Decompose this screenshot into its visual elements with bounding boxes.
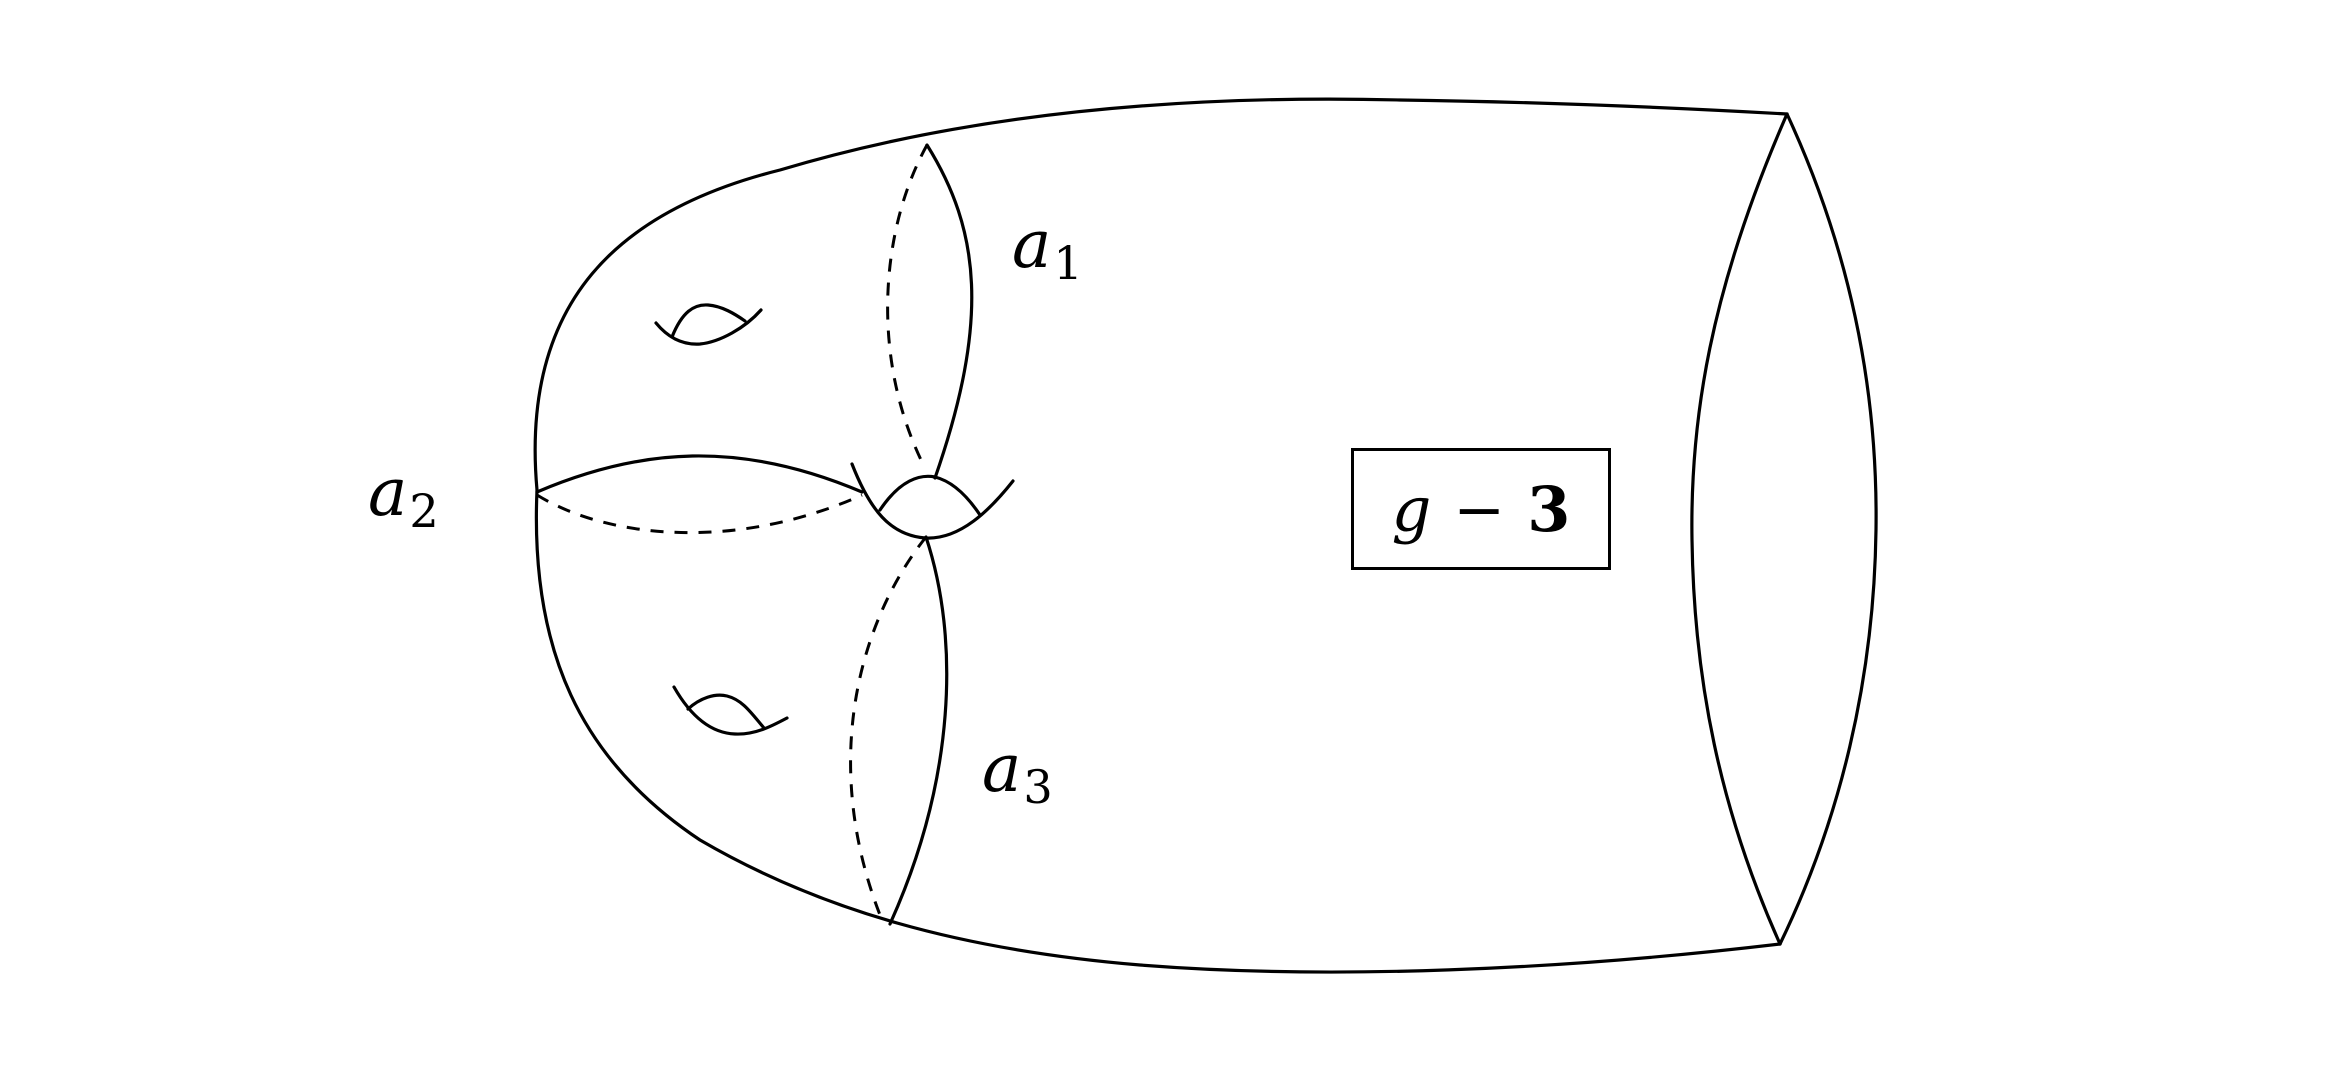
lower-handle-lower	[672, 685, 789, 736]
curve-a2-back	[536, 493, 863, 535]
genus-box: g − 3	[1351, 448, 1611, 570]
lower-handle-upper	[686, 693, 766, 730]
label-a2: a2	[368, 460, 439, 534]
curve-a1-back	[886, 144, 929, 469]
label-a3-base: a	[982, 730, 1022, 807]
curve-a3-front	[888, 535, 949, 926]
label-a1-base: a	[1012, 206, 1052, 283]
central-handle-upper	[878, 474, 982, 517]
label-a1: a1	[1012, 212, 1083, 286]
label-a2-subscript: 2	[409, 483, 439, 538]
surface-outline-bottom	[534, 488, 1782, 974]
surface-outline-top	[533, 97, 1789, 492]
label-a3-subscript: 3	[1023, 759, 1053, 814]
boundary-back	[1778, 112, 1878, 946]
boundary-front	[1690, 112, 1789, 946]
genus-box-number: 3	[1527, 472, 1571, 546]
curve-a3-back	[849, 536, 928, 916]
upper-handle-lower	[654, 308, 763, 346]
label-a3: a3	[982, 736, 1053, 810]
genus-box-var: g	[1391, 472, 1432, 546]
label-a1-subscript: 1	[1053, 235, 1083, 290]
upper-handle-upper	[670, 303, 747, 339]
curve-a2-front	[535, 454, 864, 494]
label-a2-base: a	[368, 454, 408, 531]
genus-box-operator: −	[1453, 472, 1506, 546]
curve-a1-front	[925, 143, 974, 480]
